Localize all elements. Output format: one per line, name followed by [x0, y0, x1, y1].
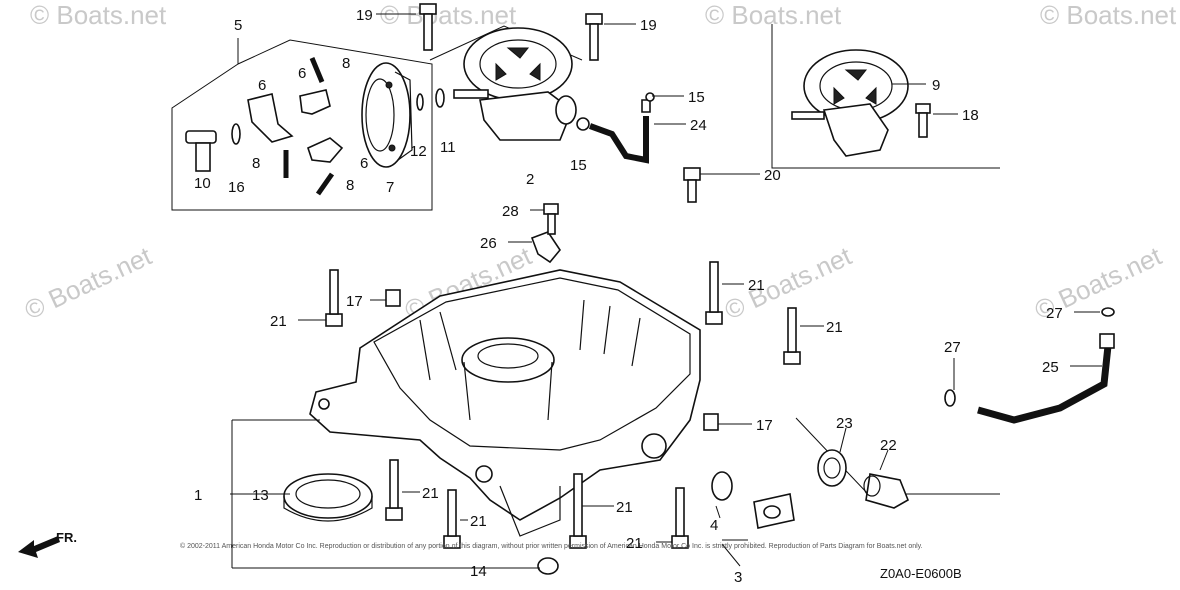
diagram-code: Z0A0-E0600B	[880, 566, 962, 581]
nut-14	[537, 557, 559, 575]
bolt-20	[683, 167, 701, 203]
drain-plug-set	[711, 471, 795, 529]
callout-17-right: 17	[756, 417, 773, 434]
balancer-inset	[771, 24, 1000, 169]
callout-23: 23	[836, 415, 853, 432]
callout-25: 25	[1042, 359, 1059, 376]
watermark-mid-left: © Boats.net	[20, 240, 157, 325]
callout-16: 16	[228, 179, 245, 196]
breather-tube	[944, 307, 1115, 424]
callout-1: 1	[194, 487, 202, 504]
callout-21-right: 21	[826, 319, 843, 336]
callout-19-right: 19	[640, 17, 657, 34]
watermark-top-center: © Boats.net	[380, 0, 517, 30]
callout-15-top: 15	[688, 89, 705, 106]
callout-12: 12	[410, 143, 427, 160]
bracket-26	[530, 231, 561, 264]
callout-6-upper-left: 6	[258, 77, 266, 94]
callout-27-upper: 27	[1046, 305, 1063, 322]
callout-8-top: 8	[342, 55, 350, 72]
callout-5: 5	[234, 17, 242, 34]
front-arrow-icon	[18, 536, 60, 558]
callout-21-lower-left: 21	[422, 485, 439, 502]
callout-8-left: 8	[252, 155, 260, 172]
callout-21-upper-right: 21	[748, 277, 765, 294]
callout-11: 11	[440, 139, 456, 156]
watermark-top-far-right: © Boats.net	[1040, 0, 1177, 30]
callout-13: 13	[252, 487, 269, 504]
callout-labels: 5 6 6 6 8 8 8 10 16 7 12 11 19 19 15 24 …	[194, 7, 1063, 586]
callout-3: 3	[734, 569, 742, 586]
balancer-assembly-group	[429, 25, 655, 164]
bolt-19-left	[419, 3, 437, 51]
oil-filler-plug-set	[795, 417, 1000, 509]
copyright-strip: © 2002-2011 American Honda Motor Co Inc.…	[180, 542, 923, 550]
oil-seal	[283, 473, 373, 522]
callout-10: 10	[194, 175, 211, 192]
callout-8-bottom: 8	[346, 177, 354, 194]
leader-lines	[230, 13, 1102, 569]
watermark-top-right: © Boats.net	[705, 0, 842, 30]
callout-22: 22	[880, 437, 897, 454]
callout-21-lower-mid: 21	[470, 513, 487, 530]
callout-21-lower-right: 21	[626, 535, 643, 552]
bolt-28	[543, 203, 559, 235]
front-indicator-label: FR.	[56, 530, 77, 545]
callout-2: 2	[526, 171, 534, 188]
callout-18: 18	[962, 107, 979, 124]
oil-pan	[309, 269, 701, 537]
callout-15-bottom: 15	[570, 157, 587, 174]
callout-6-upper-right: 6	[298, 65, 306, 82]
dowel-pins	[385, 289, 719, 431]
callout-21-lower-center: 21	[616, 499, 633, 516]
callout-21-left: 21	[270, 313, 287, 330]
governor-assembly-group	[171, 38, 445, 211]
callout-19-left: 19	[356, 7, 373, 24]
callout-17-left: 17	[346, 293, 363, 310]
callout-28: 28	[502, 203, 519, 220]
callout-24: 24	[690, 117, 707, 134]
callout-27-lower: 27	[944, 339, 961, 356]
bolt-19-right	[585, 13, 603, 61]
callout-9: 9	[932, 77, 940, 94]
callout-14: 14	[470, 563, 487, 580]
watermark-top-left: © Boats.net	[30, 0, 167, 30]
callout-26: 26	[480, 235, 497, 252]
callout-6-lower: 6	[360, 155, 368, 172]
bolts-21	[325, 261, 801, 549]
callout-4: 4	[710, 517, 718, 534]
callout-20: 20	[764, 167, 781, 184]
callout-7: 7	[386, 179, 394, 196]
